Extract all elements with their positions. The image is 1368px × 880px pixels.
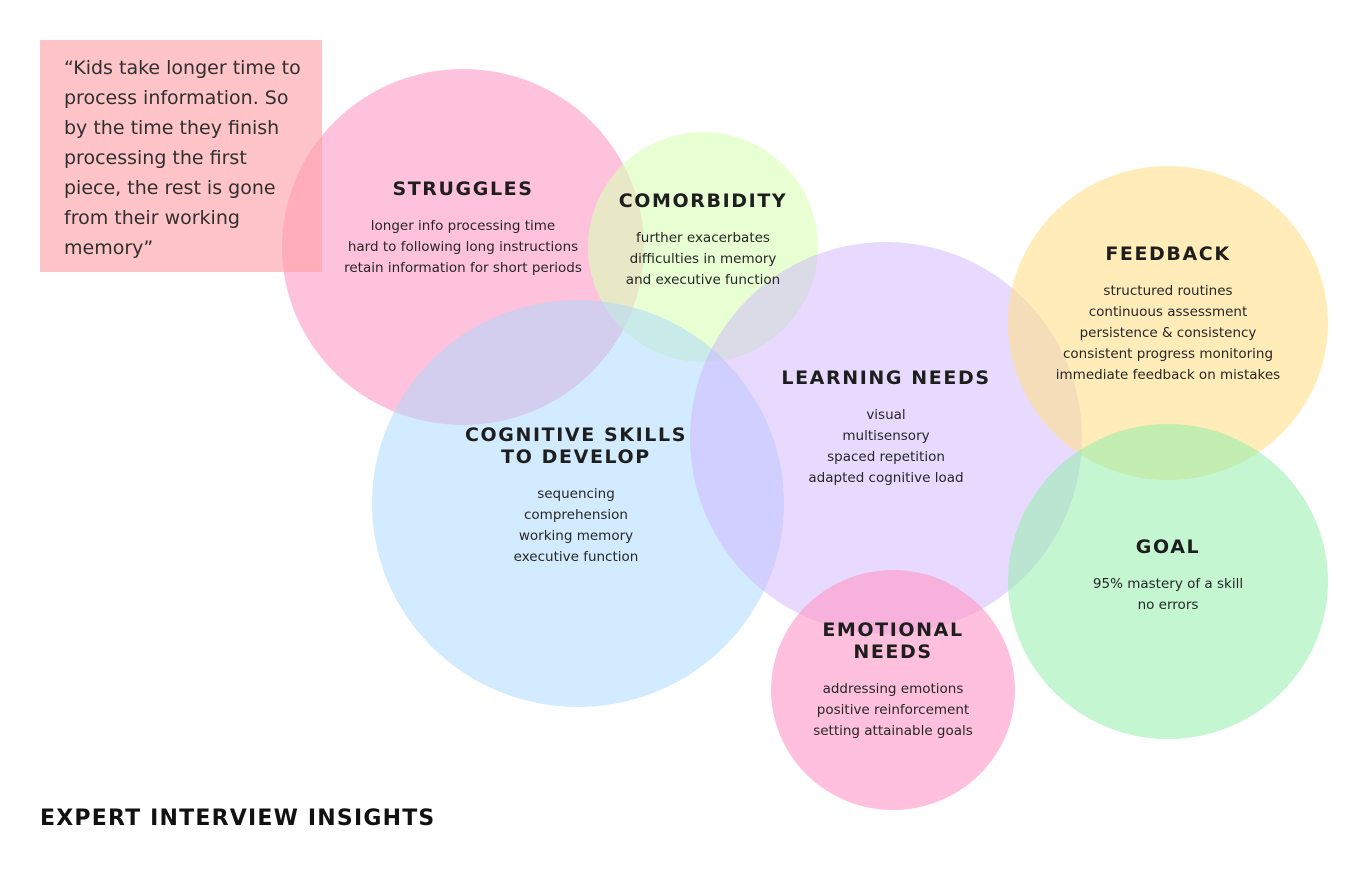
struggles-list: longer info processing time hard to foll… [344, 216, 582, 279]
list-item: setting attainable goals [813, 723, 973, 739]
list-item: difficulties in memory [629, 251, 777, 267]
goal-circle [1008, 424, 1328, 739]
struggles-group: STRUGGLES longer info processing time ha… [344, 178, 582, 279]
list-item: spaced repetition [827, 449, 945, 465]
feedback-group: FEEDBACK structured routines continuous … [1056, 243, 1280, 386]
comorbidity-title: COMORBIDITY [618, 190, 788, 212]
list-item: consistent progress monitoring [1062, 346, 1274, 362]
list-item: persistence & consistency [1079, 325, 1257, 341]
cognitive-skills-circle [372, 300, 784, 707]
list-item: 95% mastery of a skill [1092, 576, 1244, 592]
list-item: longer info processing time [370, 218, 556, 234]
emotional-needs-title: EMOTIONAL NEEDS [822, 619, 964, 663]
emotional-needs-list: addressing emotions positive reinforceme… [813, 679, 973, 742]
learning-needs-list: visual multisensory spaced repetition ad… [781, 405, 990, 489]
interview-quote: “Kids take longer time to process inform… [40, 40, 322, 272]
comorbidity-group: COMORBIDITY further exacerbates difficul… [619, 190, 788, 291]
cognitive-skills-group: COGNITIVE SKILLS TO DEVELOP sequencing c… [465, 424, 687, 568]
emotional-needs-group: EMOTIONAL NEEDS addressing emotions posi… [813, 619, 973, 742]
list-item: visual [866, 407, 906, 423]
list-item: executive function [513, 549, 639, 565]
goal-title: GOAL [1135, 536, 1201, 558]
list-item: hard to following long instructions [347, 239, 579, 255]
page-title: EXPERT INTERVIEW INSIGHTS [40, 806, 436, 831]
list-item: addressing emotions [822, 681, 964, 697]
feedback-list: structured routines continuous assessmen… [1056, 281, 1280, 386]
list-item: adapted cognitive load [808, 470, 964, 486]
list-item: multisensory [842, 428, 930, 444]
feedback-title: FEEDBACK [1105, 243, 1231, 265]
goal-list: 95% mastery of a skill no errors [1093, 574, 1243, 616]
comorbidity-list: further exacerbates difficulties in memo… [619, 228, 788, 291]
list-item: no errors [1137, 597, 1199, 613]
list-item: comprehension [524, 507, 628, 523]
list-item: further exacerbates [636, 230, 770, 246]
goal-group: GOAL 95% mastery of a skill no errors [1093, 536, 1243, 616]
list-item: working memory [518, 528, 634, 544]
cognitive-skills-list: sequencing comprehension working memory … [465, 484, 687, 568]
learning-needs-group: LEARNING NEEDS visual multisensory space… [781, 367, 990, 489]
list-item: sequencing [537, 486, 615, 502]
emotional-needs-circle [771, 570, 1015, 810]
learning-needs-title: LEARNING NEEDS [781, 367, 991, 389]
list-item: continuous assessment [1088, 304, 1248, 320]
list-item: structured routines [1103, 283, 1233, 299]
cognitive-skills-title: COGNITIVE SKILLS TO DEVELOP [465, 424, 687, 468]
list-item: positive reinforcement [816, 702, 970, 718]
list-item: retain information for short periods [344, 260, 582, 276]
list-item: immediate feedback on mistakes [1055, 367, 1281, 383]
list-item: and executive function [625, 272, 781, 288]
struggles-title: STRUGGLES [392, 178, 534, 200]
